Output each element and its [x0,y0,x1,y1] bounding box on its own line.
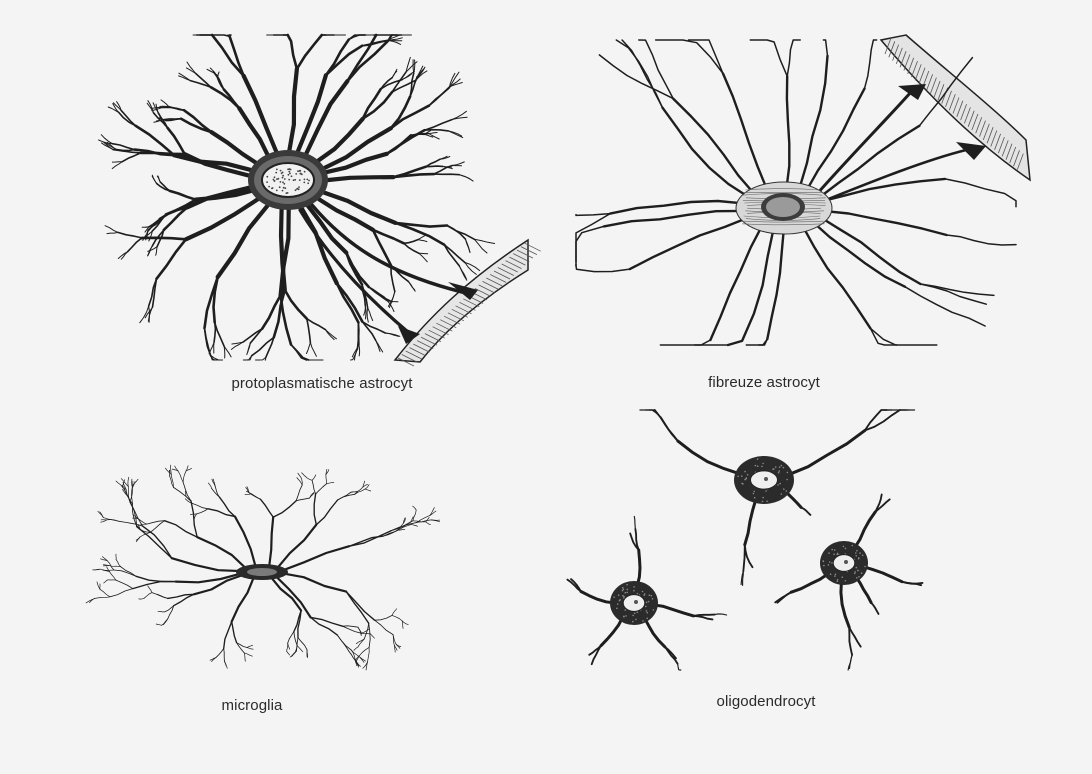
panel-oligodendrocyte: oligodendrocyt [546,400,1092,774]
caption-protoplasmic-astrocyte: protoplasmatische astrocyt [231,375,413,392]
caption-microglia: microglia [221,697,283,714]
fibrous-astrocyte-drawing [575,34,1031,347]
caption-oligodendrocyte: oligodendrocyt [716,693,816,710]
astrocyte-soma [735,181,833,235]
microglia-soma [236,564,288,580]
microglia-drawing [85,464,441,671]
caption-fibrous-astrocyte: fibreuze astrocyt [708,374,820,391]
blood-vessel [879,34,1031,182]
microglia-processes [85,464,441,671]
oligodendrocyte-drawing [566,409,924,671]
panel-fibrous-astrocyte: fibreuze astrocyt [546,0,1092,400]
astrocyte-processes [98,33,496,361]
blood-vessel [393,238,541,367]
panel-microglia: microglia [0,400,546,774]
protoplasmic-astrocyte-drawing [98,33,541,367]
astrocyte-soma [248,150,328,210]
oligodendrocyte-cells [566,409,924,671]
astrocyte-processes [575,39,1017,347]
panel-protoplasmic-astrocyte: protoplasmatische astrocyt [0,0,546,400]
